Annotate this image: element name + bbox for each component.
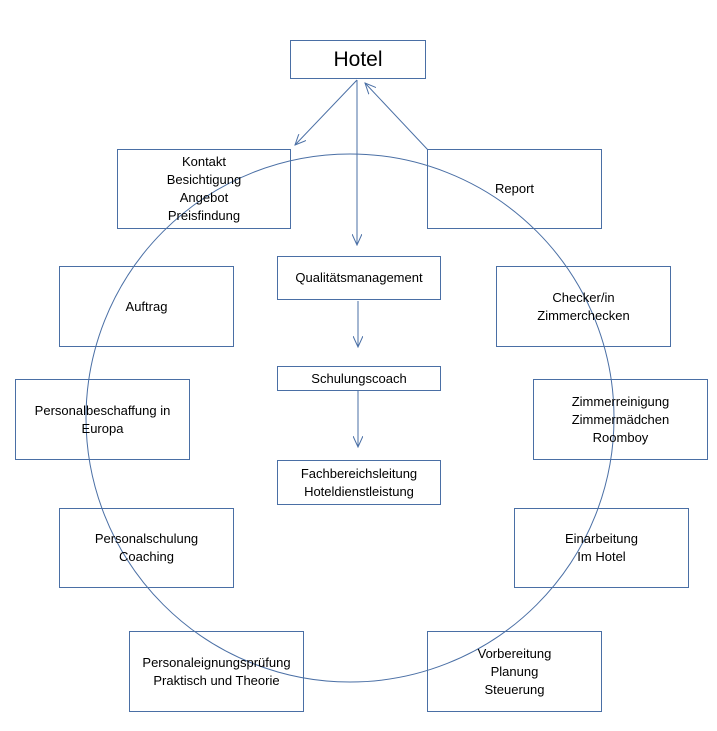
checker-label: Checker/in Zimmerchecken (537, 289, 630, 323)
qualitaetsmanagement-label: Qualitätsmanagement (295, 270, 423, 285)
personaleignung-box: Personaleignungsprüfung Praktisch und Th… (129, 631, 304, 712)
report-label: Report (494, 181, 535, 196)
vorbereitung-label: Vorbereitung Planung Steuerung (477, 645, 552, 697)
personalschulung-box: Personalschulung Coaching (59, 508, 234, 588)
zimmerreinigung-label: Zimmerreinigung Zimmermädchen Roomboy (571, 393, 670, 445)
hotel-box: Hotel (290, 40, 426, 79)
cycle-circle (85, 153, 615, 683)
hotel-label: Hotel (333, 47, 383, 71)
auftrag-box: Auftrag (59, 266, 234, 347)
personaleignung-label: Personaleignungsprüfung Praktisch und Th… (142, 654, 291, 688)
einarbeitung-box: Einarbeitung Im Hotel (514, 508, 689, 588)
einarbeitung-label: Einarbeitung Im Hotel (565, 531, 638, 564)
personalschulung-label: Personalschulung Coaching (94, 531, 199, 564)
personalbeschaffung-label: Personalbeschaffung in Europa (34, 402, 171, 436)
fachbereichsleitung-label: Fachbereichsleitung Hoteldienstleistung (300, 465, 418, 499)
vorbereitung-box: Vorbereitung Planung Steuerung (427, 631, 602, 712)
auftrag-label: Auftrag (125, 298, 168, 314)
fachbereichsleitung-box: Fachbereichsleitung Hoteldienstleistung (277, 460, 441, 505)
kontakt-label: Kontakt Besichtigung Angebot Preisfindun… (166, 154, 242, 223)
report-box: Report (427, 149, 602, 229)
zimmerreinigung-box: Zimmerreinigung Zimmermädchen Roomboy (533, 379, 708, 460)
checker-box: Checker/in Zimmerchecken (496, 266, 671, 347)
personalbeschaffung-box: Personalbeschaffung in Europa (15, 379, 190, 460)
kontakt-box: Kontakt Besichtigung Angebot Preisfindun… (117, 149, 291, 229)
arrow-report-to-hotel (365, 83, 429, 151)
schulungscoach-box: Schulungscoach (277, 366, 441, 391)
qualitaetsmanagement-box: Qualitätsmanagement (277, 256, 441, 300)
arrow-hotel-to-kontakt (295, 79, 358, 145)
schulungscoach-label: Schulungscoach (311, 370, 407, 386)
